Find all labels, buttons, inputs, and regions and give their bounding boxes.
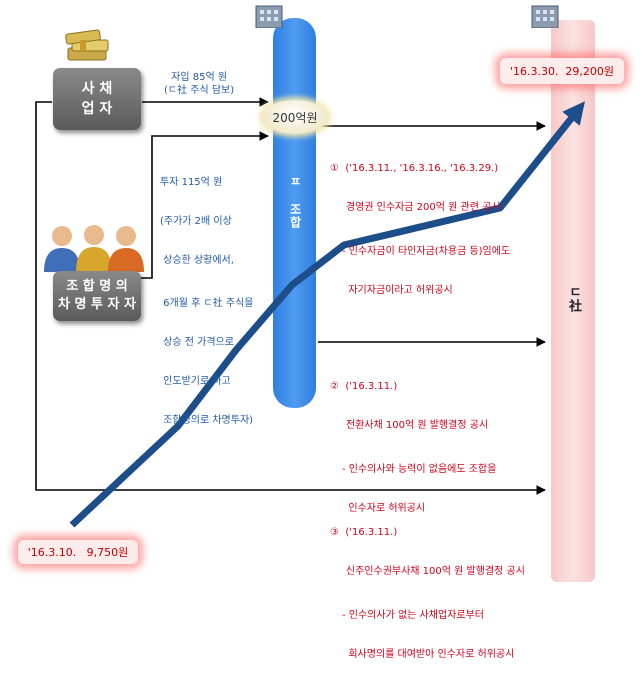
disclosure-3-detail: 회사명의를 대여받아 인수자로 허위공시 [342, 649, 515, 660]
invest-line: 투자 115억 원 [160, 177, 223, 188]
invest-line: (주가가 2배 이상 [160, 216, 232, 227]
building-icon [528, 2, 562, 29]
end-price-box: '16.3.30. 29,200원 [500, 58, 624, 84]
disclosure-3: ③ ('16.3.11.) 신주인수권부사채 100억 원 발행결정 공시 - … [330, 500, 525, 674]
disclosure-1-detail: - 인수자금이 타인자금(차용금 등)임에도 [342, 246, 511, 257]
union-pillar [273, 18, 316, 408]
disclosure-1-detail: 자기자금이라고 허위공시 [342, 285, 453, 296]
disclosure-2: ② ('16.3.11.) 전환사채 100억 원 발행결정 공시 - 인수의사… [330, 354, 496, 528]
bond-disclosure-arrow [35, 101, 546, 495]
disclosure-1-title: 경영권 인수자금 200억 원 관련 공시 [330, 202, 501, 213]
invest-line: 인도받기로 하고 [160, 376, 231, 387]
investors-line2: 차 명 투 자 자 [58, 297, 136, 312]
investors-box: 조 합 명 의 차 명 투 자 자 [53, 271, 141, 321]
disclosure-3-detail: - 인수의사가 없는 사채업자로부터 [342, 610, 484, 621]
flow-lines [35, 97, 585, 528]
invest-line: 상승한 상황에서, [160, 255, 234, 266]
building-icon [252, 2, 286, 29]
invest-line: 상승 전 가격으로 [160, 337, 234, 348]
bond-company-line1: 사 채 [81, 81, 113, 97]
price-trend-line [69, 101, 585, 528]
loan-text: 자입 85억 원 (ㄷ社 주식 담보) [164, 71, 234, 97]
disclosure-2-detail: 인수자로 허위공시 [342, 503, 426, 514]
disclosure-1: ① ('16.3.11., '16.3.16., '16.3.29.) 경영권 … [330, 136, 510, 310]
disclosure-3-title: ③ ('16.3.11.) [330, 527, 398, 538]
disclosure-2-title: 전환사채 100억 원 발행결정 공시 [330, 420, 489, 431]
investors-people-icon [42, 222, 146, 272]
bond-company-box: 사 채 업 자 [53, 68, 141, 130]
invest-line: 6개월 후 ㄷ社 주식을 [160, 298, 254, 309]
union-label: ㅍ 조합 [288, 175, 302, 229]
total-funds-oval: 200억원 [262, 100, 328, 134]
disclosure-2-detail: - 인수의사와 능력이 없음에도 조합을 [342, 464, 497, 475]
disclosure-1-title: ① ('16.3.11., '16.3.16., '16.3.29.) [330, 163, 499, 174]
loan-line1: 자입 85억 원 [171, 72, 228, 83]
investment-text: 투자 115억 원 (주가가 2배 이상 상승한 상황에서, 6개월 후 ㄷ社 … [160, 150, 253, 440]
disclosure-2-title: ② ('16.3.11.) [330, 381, 398, 392]
loan-line2: (ㄷ社 주식 담보) [164, 85, 235, 96]
invest-line: 조합명의로 차명투자) [160, 415, 254, 426]
money-stack-icon [64, 28, 112, 64]
disclosure-3-title: 신주인수권부사채 100억 원 발행결정 공시 [330, 566, 525, 577]
start-price-box: '16.3.10. 9,750원 [18, 540, 138, 564]
investors-line1: 조 합 명 의 [66, 279, 128, 294]
company-label: ㄷ社 [566, 285, 581, 313]
bond-company-line2: 업 자 [81, 101, 113, 117]
invest-arrow [140, 131, 269, 279]
